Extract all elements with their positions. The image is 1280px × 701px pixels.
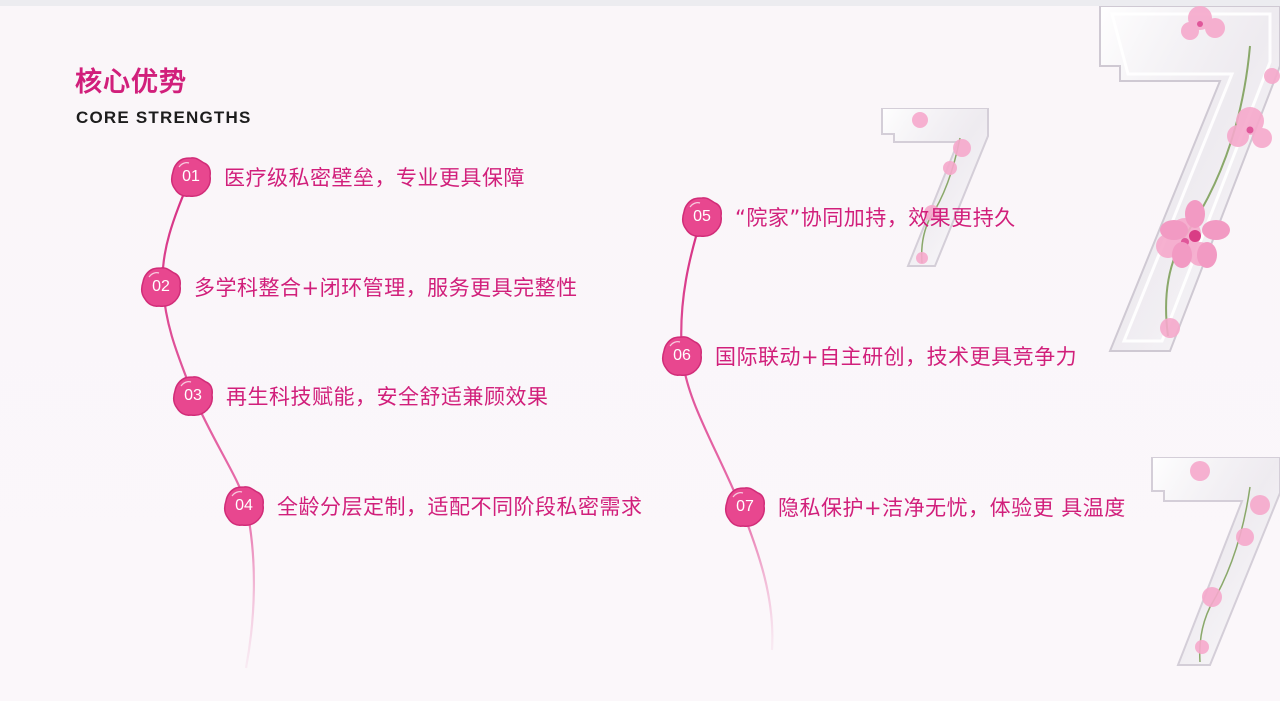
left-timeline-curve [161, 175, 256, 669]
cherry-blossom-icon [1160, 200, 1230, 268]
number-badge: 05 [681, 196, 723, 238]
badge-number: 06 [673, 347, 691, 364]
strength-item-02: 02 多学科整合+闭环管理，服务更具完整性 [140, 265, 578, 309]
badge-number: 03 [184, 387, 202, 404]
strength-label: 医疗级私密壁垒，专业更具保障 [224, 166, 525, 190]
badge-number: 04 [235, 497, 253, 514]
strength-item-06: 06 国际联动+自主研创，技术更具竞争力 [661, 334, 1077, 378]
number-badge: 04 [223, 485, 265, 527]
number-badge: 03 [172, 375, 214, 417]
page-title: 核心优势 [75, 67, 187, 98]
strength-label: “院家”协同加持，效果更持久 [735, 206, 1016, 230]
strength-label: 多学科整合+闭环管理，服务更具完整性 [194, 276, 578, 300]
page-subtitle: CORE STRENGTHS [76, 108, 252, 127]
number-badge: 01 [170, 156, 212, 198]
right-timeline-curve [680, 215, 774, 651]
glass-seven-icon [1151, 457, 1280, 666]
number-badge: 07 [724, 486, 766, 528]
strength-item-01: 01 医疗级私密壁垒，专业更具保障 [170, 155, 525, 199]
strength-item-04: 04 全龄分层定制，适配不同阶段私密需求 [223, 484, 643, 528]
number-badge: 02 [140, 266, 182, 308]
strength-item-05: 05 “院家”协同加持，效果更持久 [681, 195, 1016, 239]
badge-number: 02 [152, 278, 170, 295]
strength-label: 隐私保护+洁净无忧，体验更 具温度 [778, 496, 1126, 520]
strength-label: 全龄分层定制，适配不同阶段私密需求 [277, 495, 643, 519]
strength-label: 国际联动+自主研创，技术更具竞争力 [715, 345, 1078, 369]
badge-number: 05 [693, 208, 711, 225]
badge-number: 07 [736, 498, 754, 515]
number-badge: 06 [661, 335, 703, 377]
strength-label: 再生科技赋能，安全舒适兼顾效果 [226, 385, 549, 409]
strength-item-07: 07 隐私保护+洁净无忧，体验更 具温度 [724, 485, 1126, 529]
strength-item-03: 03 再生科技赋能，安全舒适兼顾效果 [172, 374, 549, 418]
badge-number: 01 [182, 168, 200, 185]
glass-seven-icon [881, 108, 989, 267]
